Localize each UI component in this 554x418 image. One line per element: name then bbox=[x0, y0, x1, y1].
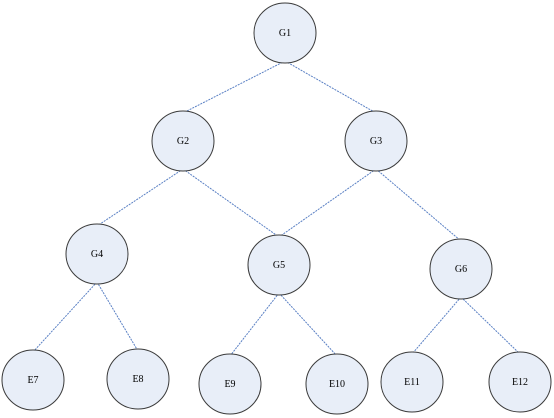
node-label: G6 bbox=[455, 264, 467, 275]
node-circle bbox=[65, 223, 129, 285]
node-label: E11 bbox=[404, 377, 420, 388]
edge-g6-e11 bbox=[411, 296, 462, 355]
node-circle bbox=[380, 351, 444, 413]
edge-g3-g5 bbox=[278, 168, 377, 238]
node-e9: E9 bbox=[198, 353, 262, 415]
edge-g4-e7 bbox=[32, 281, 98, 353]
edge-g2-g5 bbox=[182, 168, 280, 238]
node-circle bbox=[429, 238, 493, 300]
node-circle bbox=[106, 348, 170, 410]
node-label: G1 bbox=[279, 28, 291, 39]
edge-g5-e10 bbox=[278, 292, 338, 357]
node-g2: G2 bbox=[151, 110, 215, 172]
node-circle bbox=[344, 110, 408, 172]
node-circle bbox=[305, 353, 369, 415]
edge-g6-e12 bbox=[460, 296, 521, 355]
node-e12: E12 bbox=[488, 351, 552, 413]
node-label: G4 bbox=[91, 249, 103, 260]
node-circle bbox=[198, 353, 262, 415]
node-label: E7 bbox=[27, 375, 38, 386]
node-g6: G6 bbox=[429, 238, 493, 300]
edge-g4-e8 bbox=[96, 281, 139, 352]
edge-g2-g4 bbox=[96, 168, 184, 227]
node-circle bbox=[488, 351, 552, 413]
node-label: G3 bbox=[370, 136, 382, 147]
node-e10: E10 bbox=[305, 353, 369, 415]
edge-g1-g3 bbox=[284, 60, 377, 114]
node-g4: G4 bbox=[65, 223, 129, 285]
node-label: E10 bbox=[329, 379, 345, 390]
node-e11: E11 bbox=[380, 351, 444, 413]
node-label: E12 bbox=[512, 377, 528, 388]
node-label: G5 bbox=[273, 260, 285, 271]
edge-g3-g6 bbox=[375, 168, 462, 242]
node-label: E8 bbox=[132, 374, 143, 385]
node-circle bbox=[247, 234, 311, 296]
node-circle bbox=[151, 110, 215, 172]
edge-g5-e9 bbox=[229, 292, 280, 357]
edges-group bbox=[32, 60, 521, 357]
edge-g1-g2 bbox=[182, 60, 286, 114]
node-g1: G1 bbox=[253, 2, 317, 64]
node-g3: G3 bbox=[344, 110, 408, 172]
node-circle bbox=[253, 2, 317, 64]
node-label: G2 bbox=[177, 136, 189, 147]
node-e7: E7 bbox=[1, 349, 65, 411]
node-e8: E8 bbox=[106, 348, 170, 410]
node-g5: G5 bbox=[247, 234, 311, 296]
node-circle bbox=[1, 349, 65, 411]
node-label: E9 bbox=[224, 379, 235, 390]
